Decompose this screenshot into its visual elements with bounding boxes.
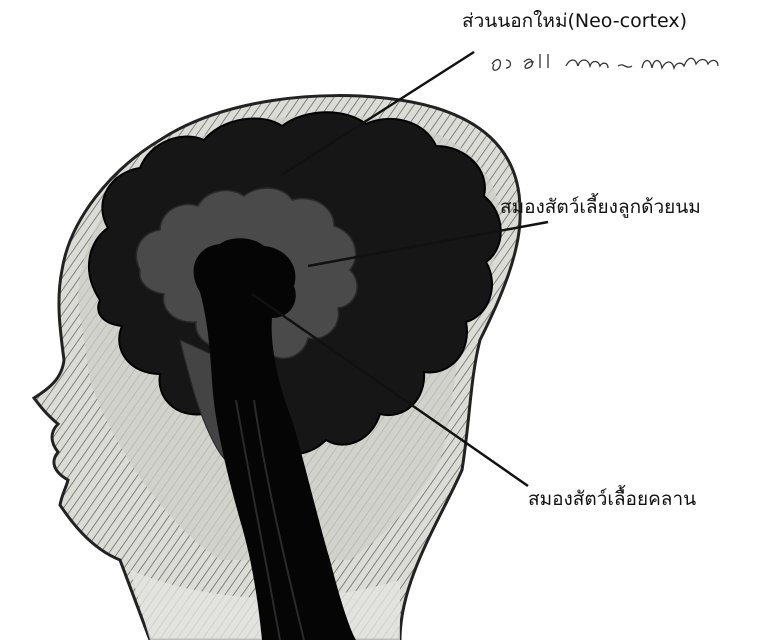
neo-cortex-label: ส่วนนอกใหม่(Neo-cortex) xyxy=(462,6,687,36)
reptile-brain-label: สมองสัตว์เลื้อยคลาน xyxy=(528,484,696,514)
handwritten-scribble xyxy=(492,54,718,70)
mammal-brain-label: สมองสัตว์เลี้ยงลูกด้วยนม xyxy=(500,192,701,222)
